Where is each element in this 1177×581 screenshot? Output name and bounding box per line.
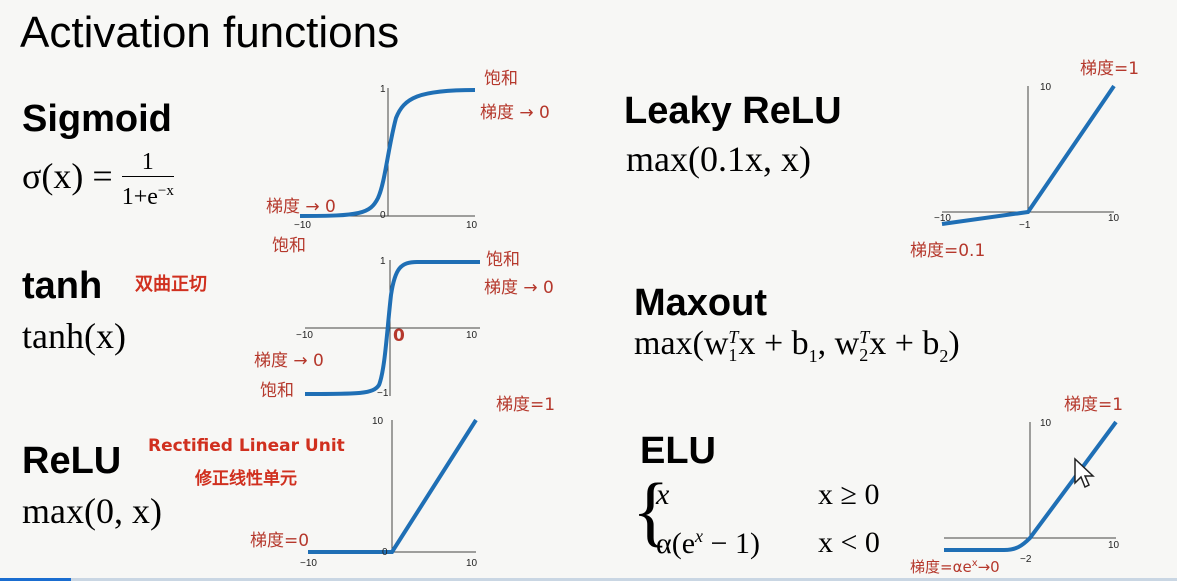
tanh-heading: tanh — [22, 265, 103, 307]
sigmoid-den-exp: −x — [157, 183, 174, 199]
leaky-relu-tick-xleft: −10 — [934, 213, 951, 224]
sigmoid-note-top2: 梯度 → 0 — [480, 103, 550, 123]
leaky-relu-note-left: 梯度=0.1 — [910, 241, 986, 261]
sigmoid-note-left2: 饱和 — [272, 236, 306, 256]
elu-case1-cond: x ≥ 0 — [818, 478, 880, 511]
maxout-sub1: 1 — [728, 345, 738, 366]
maxout-part-start: max(w — [634, 325, 729, 362]
sigmoid-note-top1: 饱和 — [484, 69, 518, 89]
relu-curve — [308, 418, 478, 554]
relu-note-cn: 修正线性单元 — [195, 469, 297, 489]
elu-case2-expr: α(ex − 1) — [656, 526, 760, 561]
maxout-part-end: ) — [948, 325, 960, 362]
tanh-formula: tanh(x) — [22, 316, 126, 356]
elu-case2-base: α(e — [656, 527, 696, 560]
maxout-sub2: 2 — [859, 345, 869, 366]
sigmoid-den-base: 1+e — [121, 184, 158, 210]
elu-note-left: 梯度=αex→0 — [910, 556, 1000, 577]
sigmoid-tick-xright: 10 — [466, 220, 478, 231]
sigmoid-tick-center: 0 — [380, 210, 386, 221]
leaky-relu-note-right: 梯度=1 — [1080, 59, 1140, 79]
sigmoid-lhs: σ(x) = — [22, 155, 113, 196]
elu-tick-center: −2 — [1020, 554, 1032, 565]
tanh-zero-mark: 0 — [393, 326, 405, 346]
tanh-plot — [304, 260, 480, 396]
maxout-heading: Maxout — [634, 282, 767, 324]
elu-case2-exp: x — [695, 526, 704, 546]
tanh-tick-ytop: 1 — [380, 256, 386, 267]
leaky-relu-curve — [941, 84, 1116, 226]
maxout-bsub1: 1 — [808, 345, 818, 366]
sigmoid-formula: σ(x) = 1 1+e−x — [22, 148, 174, 211]
tanh-note-top1: 饱和 — [486, 250, 520, 270]
relu-tick-xleft: −10 — [300, 558, 317, 569]
maxout-part-mid3: x + b — [869, 325, 940, 362]
tanh-tick-ybottom: −1 — [377, 388, 389, 399]
leaky-relu-heading: Leaky ReLU — [624, 90, 842, 132]
tanh-tick-xright: 10 — [466, 330, 478, 341]
leaky-relu-tick-ytop: 10 — [1040, 82, 1052, 93]
elu-note-left-base: 梯度=αe — [910, 558, 972, 576]
sigmoid-numerator: 1 — [121, 148, 174, 177]
elu-note-left-tail: →0 — [977, 558, 1000, 576]
relu-note-left: 梯度=0 — [250, 531, 310, 551]
relu-formula: max(0, x) — [22, 491, 162, 531]
relu-tick-ytop: 10 — [372, 416, 384, 427]
leaky-relu-tick-center: −1 — [1019, 220, 1031, 231]
tanh-curve — [304, 260, 480, 396]
tanh-tick-xleft: −10 — [296, 330, 313, 341]
relu-heading: ReLU — [22, 440, 122, 482]
sigmoid-fraction: 1 1+e−x — [121, 148, 174, 211]
leaky-relu-formula: max(0.1x, x) — [626, 139, 811, 179]
elu-case2-cond: x < 0 — [818, 526, 880, 559]
sigmoid-denominator: 1+e−x — [122, 177, 174, 211]
maxout-part-mid1: x + b — [738, 325, 809, 362]
tanh-note-top2: 梯度 → 0 — [484, 278, 554, 298]
elu-plot — [944, 420, 1118, 552]
maxout-sup2: T — [859, 327, 870, 348]
maxout-part-mid2: , w — [817, 325, 860, 362]
tanh-note-left2: 饱和 — [260, 381, 294, 401]
leaky-relu-tick-xright: 10 — [1108, 213, 1120, 224]
video-progress-fill — [0, 578, 71, 581]
tanh-note-cn: 双曲正切 — [135, 274, 207, 295]
elu-curve — [944, 420, 1118, 552]
tanh-note-left1: 梯度 → 0 — [254, 351, 324, 371]
elu-note-left-sup: x — [971, 558, 978, 569]
relu-tick-xright: 10 — [466, 558, 478, 569]
sigmoid-curve — [299, 88, 476, 218]
sigmoid-tick-ytop: 1 — [380, 84, 386, 95]
elu-heading: ELU — [640, 430, 716, 472]
sigmoid-note-left1: 梯度 → 0 — [266, 197, 336, 217]
leaky-relu-plot — [941, 84, 1116, 226]
maxout-sup1: T — [728, 327, 739, 348]
relu-plot — [308, 418, 478, 554]
elu-brace: { — [632, 467, 670, 554]
elu-tick-xright: 10 — [1108, 540, 1120, 551]
elu-note-right: 梯度=1 — [1064, 395, 1124, 415]
sigmoid-heading: Sigmoid — [22, 98, 172, 140]
slide-title: Activation functions — [20, 8, 400, 57]
sigmoid-plot — [299, 88, 476, 218]
sigmoid-tick-xleft: −10 — [294, 220, 311, 231]
relu-note-en: Rectified Linear Unit — [148, 436, 345, 456]
relu-tick-center: 0 — [382, 547, 388, 558]
elu-tick-ytop: 10 — [1040, 418, 1052, 429]
elu-case2-tail: − 1) — [703, 527, 760, 560]
relu-note-right: 梯度=1 — [496, 395, 556, 415]
mouse-cursor-icon — [1074, 457, 1095, 489]
video-progress-bar[interactable] — [0, 578, 1177, 581]
elu-case1-expr: x — [656, 478, 670, 511]
maxout-bsub2: 2 — [939, 345, 949, 366]
